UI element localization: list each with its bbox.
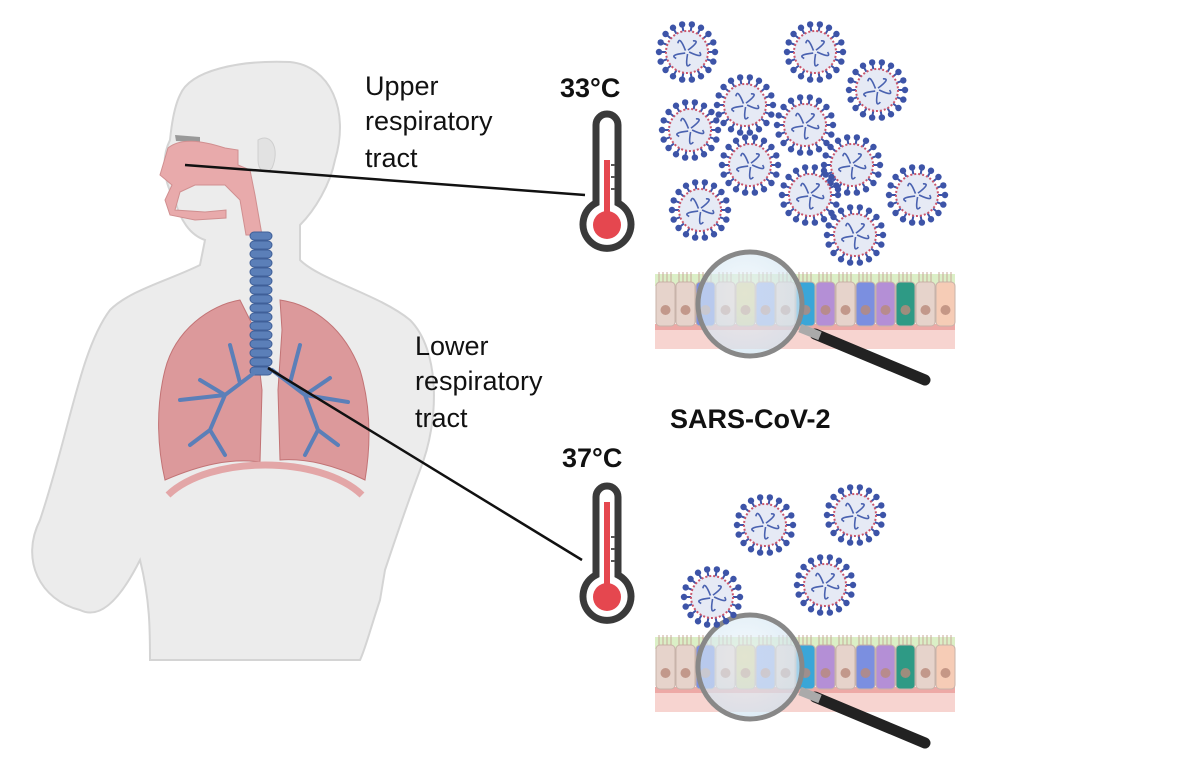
trachea-ring	[249, 303, 273, 313]
virus-particle	[658, 99, 722, 161]
virus-particle	[718, 134, 782, 196]
magnifier-handle	[809, 691, 931, 749]
epithelial-cell	[855, 644, 876, 690]
upper-tract-label: Upper respiratory tract	[365, 71, 500, 173]
trachea-ring	[249, 357, 273, 367]
epithelial-cell	[935, 281, 956, 327]
thermometer-bulb	[593, 211, 621, 239]
virus-particle	[680, 566, 744, 628]
left-lung	[158, 299, 263, 481]
epithelium-upper	[655, 249, 956, 386]
trachea-ring	[249, 249, 273, 259]
upper-temperature: 33°C	[560, 73, 620, 103]
lower-temperature: 37°C	[562, 443, 622, 473]
trachea-ring	[249, 294, 273, 304]
thermometer-mercury	[604, 502, 610, 587]
pointer-line-upper	[184, 163, 586, 197]
epithelial-cell	[915, 644, 936, 690]
bronchial-tree	[178, 343, 350, 457]
epithelial-cell	[915, 281, 936, 327]
epithelial-cell	[815, 281, 836, 327]
trachea	[249, 231, 273, 376]
epithelial-cell	[675, 281, 696, 327]
trachea-ring	[249, 258, 273, 268]
virus-cluster-upper	[655, 21, 949, 266]
thermometer-bulb	[593, 583, 621, 611]
epithelial-cell	[895, 281, 916, 327]
trachea-ring	[249, 321, 273, 331]
thermometer-mercury	[604, 160, 610, 215]
virus-particle	[793, 554, 857, 616]
epithelial-cell	[935, 644, 956, 690]
trachea-ring	[249, 267, 273, 277]
trachea-ring	[249, 285, 273, 295]
virus-particle	[823, 204, 887, 266]
human-body	[31, 60, 435, 661]
epithelial-cell	[855, 281, 876, 327]
virus-particle	[823, 484, 887, 546]
magnifier-lens	[695, 249, 805, 359]
virus-particle	[845, 59, 909, 121]
trachea-ring	[249, 240, 273, 250]
virus-particle	[778, 164, 842, 226]
epithelial-cell	[655, 644, 676, 690]
epithelium-lower	[655, 612, 956, 749]
virus-particle	[713, 74, 777, 136]
epithelial-cell	[895, 644, 916, 690]
epithelial-cell	[875, 281, 896, 327]
trachea-ring	[249, 276, 273, 286]
virus-particle	[773, 94, 837, 156]
thermometer-icon-lower	[579, 482, 635, 624]
virus-particle	[820, 134, 884, 196]
trachea-ring	[249, 231, 273, 241]
virus-particle	[885, 164, 949, 226]
ear	[257, 137, 276, 173]
epithelial-cell	[675, 644, 696, 690]
epithelial-cell	[655, 281, 676, 327]
epithelial-cell	[875, 644, 896, 690]
virus-particle	[783, 21, 847, 83]
lower-tract-label: Lower respiratory tract	[415, 331, 550, 433]
virus-particle	[668, 179, 732, 241]
trachea-ring	[249, 330, 273, 340]
virus-particle	[655, 21, 719, 83]
diaphragm	[165, 461, 365, 498]
virus-name-label: SARS-CoV-2	[670, 404, 831, 434]
pointer-line-lower	[267, 366, 583, 562]
trachea-ring	[249, 312, 273, 322]
epithelial-cell	[835, 281, 856, 327]
virus-particle	[733, 494, 797, 556]
epithelial-cell	[815, 644, 836, 690]
magnifier-lens	[695, 612, 805, 722]
trachea-ring	[249, 348, 273, 358]
virus-cluster-lower	[680, 484, 887, 628]
trachea-ring	[249, 339, 273, 349]
thermometer-icon-upper	[579, 110, 635, 252]
eyebrow	[175, 135, 200, 142]
magnifier-handle	[809, 328, 931, 386]
epithelial-cell	[835, 644, 856, 690]
